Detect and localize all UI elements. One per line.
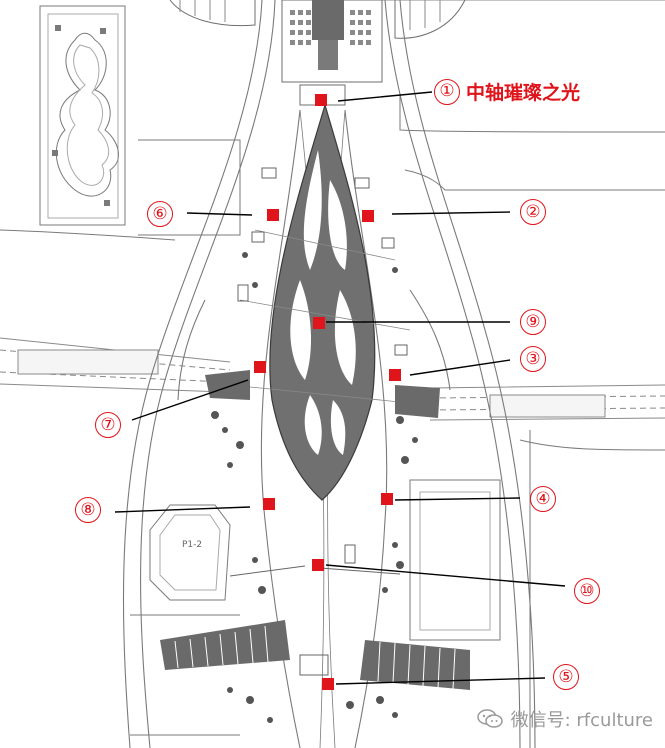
top-left-park <box>0 5 241 241</box>
callout-number: ⑤ <box>553 664 579 690</box>
callout-7: ⑦ <box>95 412 121 438</box>
cross-road <box>0 0 665 421</box>
marker-9[interactable] <box>313 317 325 329</box>
stair-plazas <box>160 370 470 690</box>
leader-line-6 <box>186 212 253 216</box>
callout-label: 中轴璀璨之光 <box>466 82 581 104</box>
callout-6: ⑥ <box>147 201 173 227</box>
marker-5[interactable] <box>322 678 334 690</box>
marker-8[interactable] <box>263 498 275 510</box>
right-blocks <box>399 95 665 748</box>
callout-number: ⑦ <box>95 412 121 438</box>
leader-line-1 <box>337 91 433 102</box>
callout-1: ① 中轴璀璨之光 <box>434 78 580 105</box>
leader-line-8 <box>114 506 251 513</box>
central-leaf-paving <box>229 102 431 501</box>
watermark-text: 微信号: rfculture <box>510 710 653 731</box>
leader-lines <box>114 91 566 685</box>
callout-4: ④ <box>530 486 556 512</box>
leader-line-7 <box>131 379 249 421</box>
watermark: 微信号: rfculture <box>476 706 653 732</box>
callout-3: ③ <box>520 346 546 372</box>
callout-number: ⑥ <box>147 201 173 227</box>
lot-label: P1-2 <box>182 540 202 550</box>
top-building-block <box>169 0 466 106</box>
callout-8: ⑧ <box>75 497 101 523</box>
location-markers <box>254 94 401 690</box>
callout-number: ⑧ <box>75 497 101 523</box>
callout-number: ① <box>434 78 460 105</box>
leader-line-4 <box>394 497 521 501</box>
leader-line-3 <box>409 359 511 376</box>
small-structures <box>229 167 408 676</box>
wechat-icon <box>476 709 503 728</box>
callout-9: ⑨ <box>520 309 546 335</box>
callout-number: ③ <box>520 346 546 372</box>
marker-10[interactable] <box>312 559 324 571</box>
callout-10: ⑩ <box>574 578 600 604</box>
vegetation <box>211 252 418 723</box>
marker-3[interactable] <box>389 369 401 381</box>
callout-number: ② <box>520 199 546 225</box>
callout-2: ② <box>520 199 546 225</box>
leader-line-2 <box>391 211 511 215</box>
callout-5: ⑤ <box>553 664 579 690</box>
callout-number: ⑩ <box>574 578 600 604</box>
left-blocks <box>130 504 240 736</box>
marker-6[interactable] <box>267 209 279 221</box>
callout-number: ④ <box>530 486 556 512</box>
marker-1[interactable] <box>315 94 327 106</box>
stair-lines <box>174 625 456 690</box>
leader-line-10 <box>325 564 566 587</box>
marker-4[interactable] <box>381 493 393 505</box>
marker-7[interactable] <box>254 361 266 373</box>
leader-line-5 <box>335 677 546 685</box>
callout-number: ⑨ <box>520 309 546 335</box>
marker-2[interactable] <box>362 210 374 222</box>
